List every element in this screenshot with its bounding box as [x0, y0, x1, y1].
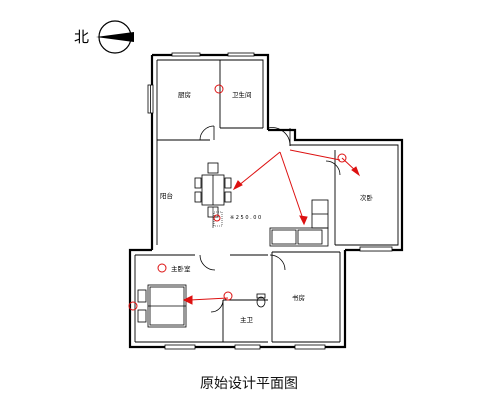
windows — [147, 52, 393, 350]
plan-caption: 原始设计平面图 — [200, 376, 298, 392]
room-label-master-bedroom: 主卧室 — [171, 264, 191, 273]
red-arrows — [182, 149, 361, 305]
sofa — [269, 199, 329, 247]
compass-needle-icon — [96, 32, 134, 42]
room-label-right-upper: 次卧 — [360, 193, 374, 202]
compass: 北 — [74, 20, 134, 54]
bed — [137, 284, 187, 328]
dimension-annotation: ※ 2 5 0 . 0 0 — [230, 215, 261, 221]
north-label: 北 — [74, 28, 89, 46]
toilet-fixture — [256, 293, 266, 308]
doors — [199, 125, 341, 313]
red-markers — [128, 84, 347, 311]
room-label-left-middle: 阳台 — [160, 191, 173, 200]
room-label-top-right: 卫生间 — [232, 90, 252, 99]
room-label-right-lower: 书房 — [292, 293, 305, 302]
room-label-bottom-center: 主卫 — [240, 315, 254, 324]
inner-walls — [134, 59, 399, 343]
dining-table — [194, 162, 232, 218]
room-label-top-left: 厨房 — [178, 90, 191, 99]
